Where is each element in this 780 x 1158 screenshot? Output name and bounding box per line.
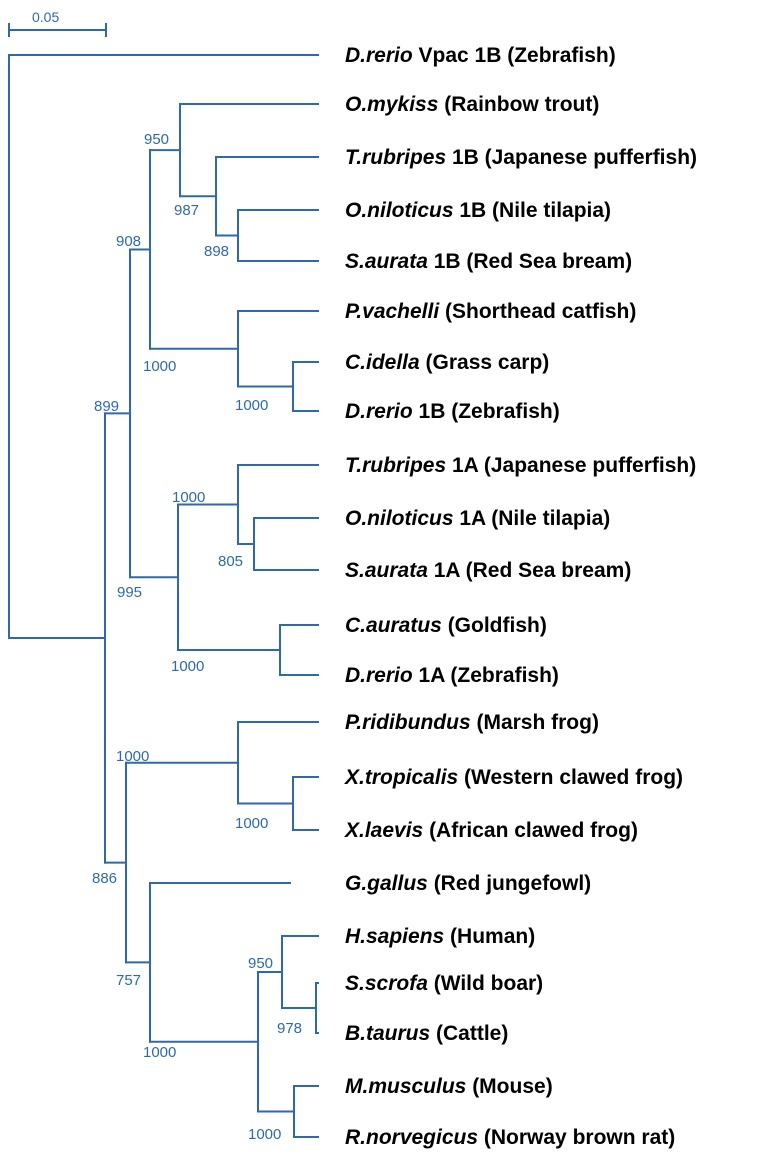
species-name: B.taurus — [345, 1022, 430, 1045]
common-name: (Wild boar) — [428, 972, 543, 995]
bootstrap-values: 950 987 898 908 1000 1000 899 1000 805 995 1000 100… — [92, 131, 302, 1143]
taxon-label: T.rubripes 1A (Japanese pufferfish) — [345, 454, 696, 477]
bootstrap-value: 1000 — [143, 1044, 176, 1061]
taxon-label: S.scrofa (Wild boar) — [345, 972, 543, 995]
species-name: P.vachelli — [345, 300, 440, 323]
taxon-label: O.mykiss (Rainbow trout) — [345, 93, 599, 116]
species-name: T.rubripes — [345, 454, 446, 477]
bootstrap-value: 899 — [94, 398, 119, 415]
scale-bar: 0.05 — [8, 9, 107, 37]
species-name: T.rubripes — [345, 146, 446, 169]
taxon-label: S.aurata 1A (Red Sea bream) — [345, 559, 631, 582]
common-name: 1A (Nile tilapia) — [454, 507, 611, 530]
species-name: O.mykiss — [345, 93, 438, 116]
common-name: 1A (Japanese pufferfish) — [446, 454, 696, 477]
bootstrap-value: 1000 — [116, 748, 149, 765]
bootstrap-value: 805 — [218, 553, 243, 570]
common-name: (Human) — [444, 925, 535, 948]
scale-bar-label: 0.05 — [32, 9, 59, 25]
taxon-labels: D.rerio Vpac 1B (Zebrafish) O.mykiss (Rai… — [344, 44, 697, 1149]
species-name: S.scrofa — [345, 972, 428, 995]
bootstrap-value: 1000 — [171, 658, 204, 675]
taxon-label: R.norvegicus (Norway brown rat) — [345, 1126, 675, 1149]
common-name: (African clawed frog) — [423, 819, 638, 842]
species-name: X.tropicalis — [344, 766, 458, 789]
bootstrap-value: 987 — [174, 202, 199, 219]
species-name: O.niloticus — [345, 507, 454, 530]
species-name: H.sapiens — [345, 925, 444, 948]
bootstrap-value: 1000 — [248, 1126, 281, 1143]
common-name: (Mouse) — [466, 1075, 552, 1098]
common-name: (Norway brown rat) — [478, 1126, 675, 1149]
common-name: (Goldfish) — [442, 614, 547, 637]
species-name: S.aurata — [345, 559, 428, 582]
taxon-label: D.rerio Vpac 1B (Zebrafish) — [345, 44, 616, 67]
common-name: 1B (Red Sea bream) — [428, 250, 632, 273]
taxon-label: S.aurata 1B (Red Sea bream) — [345, 250, 632, 273]
taxon-label: M.musculus (Mouse) — [345, 1075, 553, 1098]
taxon-label: X.tropicalis (Western clawed frog) — [344, 766, 683, 789]
taxon-label: D.rerio 1A (Zebrafish) — [345, 664, 559, 687]
common-name: 1B (Japanese pufferfish) — [446, 146, 697, 169]
taxon-label: X.laevis (African clawed frog) — [344, 819, 638, 842]
bootstrap-value: 995 — [117, 584, 142, 601]
species-name: D.rerio — [345, 44, 413, 67]
taxon-label: H.sapiens (Human) — [345, 925, 535, 948]
common-name: 1B (Nile tilapia) — [454, 199, 612, 222]
bootstrap-value: 898 — [204, 243, 229, 260]
species-name: X.laevis — [344, 819, 423, 842]
common-name: (Marsh frog) — [471, 711, 599, 734]
common-name: (Western clawed frog) — [458, 766, 683, 789]
species-name: G.gallus — [345, 872, 428, 895]
common-name: (Red jungefowl) — [428, 872, 591, 895]
taxon-label: D.rerio 1B (Zebrafish) — [345, 400, 560, 423]
common-name: (Rainbow trout) — [438, 93, 599, 116]
bootstrap-value: 978 — [277, 1020, 302, 1037]
common-name: (Cattle) — [430, 1022, 508, 1045]
taxon-label: O.niloticus 1A (Nile tilapia) — [345, 507, 610, 530]
common-name: 1A (Red Sea bream) — [428, 559, 631, 582]
taxon-label: T.rubripes 1B (Japanese pufferfish) — [345, 146, 697, 169]
species-name: P.ridibundus — [345, 711, 471, 734]
bootstrap-value: 886 — [92, 870, 117, 887]
taxon-label: P.vachelli (Shorthead catfish) — [345, 300, 636, 323]
bootstrap-value: 1000 — [143, 358, 176, 375]
taxon-label: C.auratus (Goldfish) — [345, 614, 547, 637]
taxon-label: O.niloticus 1B (Nile tilapia) — [345, 199, 611, 222]
common-name: 1B (Zebrafish) — [413, 400, 560, 423]
species-name: S.aurata — [345, 250, 428, 273]
tree-branches — [8, 54, 319, 1138]
taxon-label: C.idella (Grass carp) — [345, 351, 549, 374]
species-name: D.rerio — [345, 664, 413, 687]
bootstrap-value: 908 — [116, 233, 141, 250]
species-name: M.musculus — [345, 1075, 466, 1098]
taxon-label: B.taurus (Cattle) — [345, 1022, 508, 1045]
bootstrap-value: 1000 — [235, 815, 268, 832]
bootstrap-value: 757 — [116, 972, 141, 989]
species-name: O.niloticus — [345, 199, 454, 222]
species-name: R.norvegicus — [345, 1126, 478, 1149]
bootstrap-value: 950 — [144, 131, 169, 148]
bootstrap-value: 950 — [248, 955, 273, 972]
taxon-label: G.gallus (Red jungefowl) — [345, 872, 591, 895]
bootstrap-value: 1000 — [172, 489, 205, 506]
species-name: C.auratus — [345, 614, 442, 637]
common-name: Vpac 1B (Zebrafish) — [413, 44, 616, 67]
common-name: (Grass carp) — [420, 351, 550, 374]
species-name: D.rerio — [345, 400, 413, 423]
species-name: C.idella — [345, 351, 420, 374]
common-name: (Shorthead catfish) — [439, 300, 636, 323]
bootstrap-value: 1000 — [235, 397, 268, 414]
common-name: 1A (Zebrafish) — [413, 664, 559, 687]
taxon-label: P.ridibundus (Marsh frog) — [345, 711, 599, 734]
